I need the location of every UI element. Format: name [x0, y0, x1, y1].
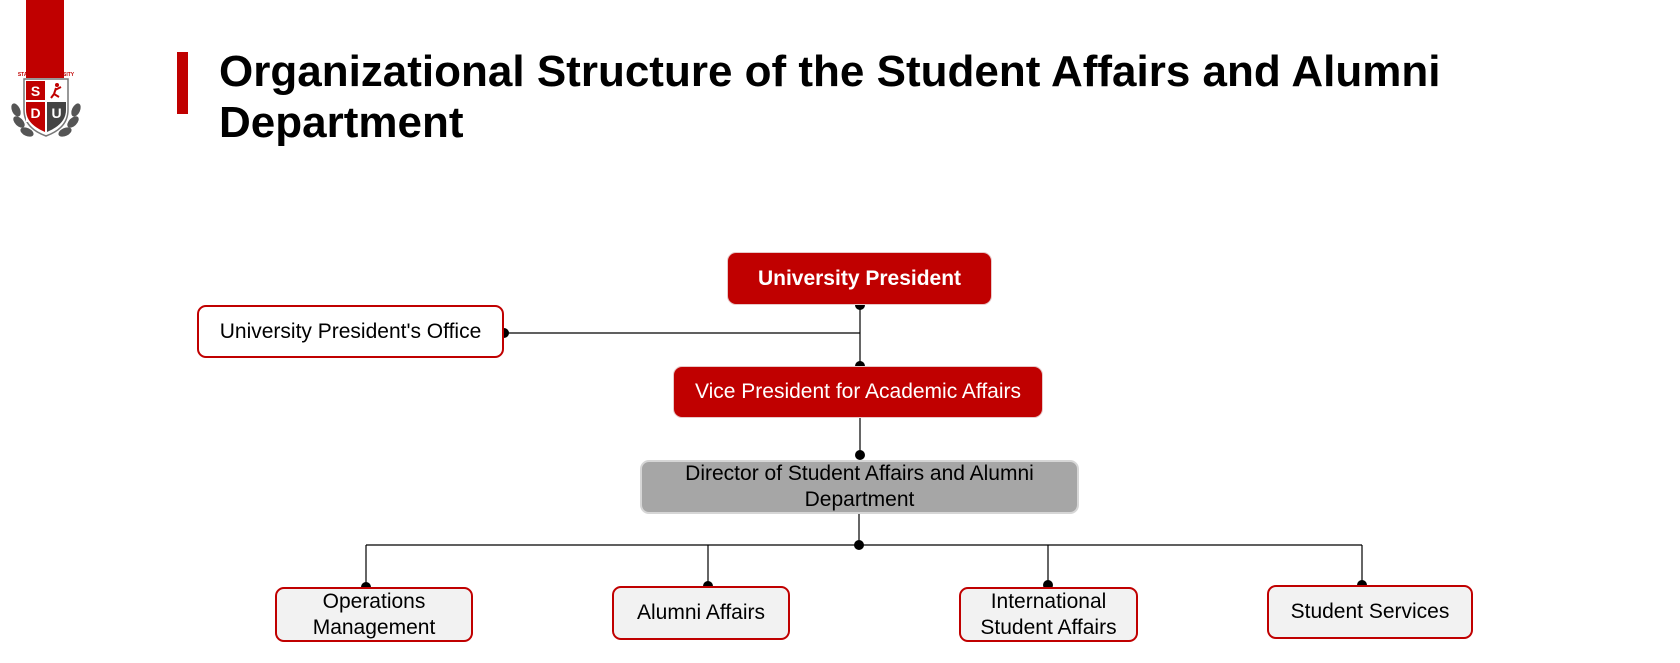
svg-text:U: U [51, 105, 61, 121]
director-node: Director of Student Affairs and Alumni D… [640, 460, 1079, 514]
svg-text:D: D [30, 105, 40, 121]
university-president-node: University President [727, 252, 992, 305]
operations-management-node: Operations Management [275, 587, 473, 642]
president-office-node: University President's Office [197, 305, 504, 358]
student-services-node: Student Services [1267, 585, 1473, 639]
international-student-affairs-node: International Student Affairs [959, 587, 1138, 642]
page-title: Organizational Structure of the Student … [219, 47, 1441, 147]
vice-president-node: Vice President for Academic Affairs [673, 366, 1043, 418]
logo-ribbon [26, 0, 64, 78]
title-accent-bar [177, 52, 188, 114]
svg-text:S: S [31, 83, 40, 99]
svg-text:STARDOM UNIVERSITY: STARDOM UNIVERSITY [18, 72, 75, 78]
laurel-wreath-icon [11, 103, 81, 137]
university-logo: STARDOM UNIVERSITY S D U [11, 72, 81, 137]
alumni-affairs-node: Alumni Affairs [612, 586, 790, 640]
runner-icon [50, 83, 62, 99]
